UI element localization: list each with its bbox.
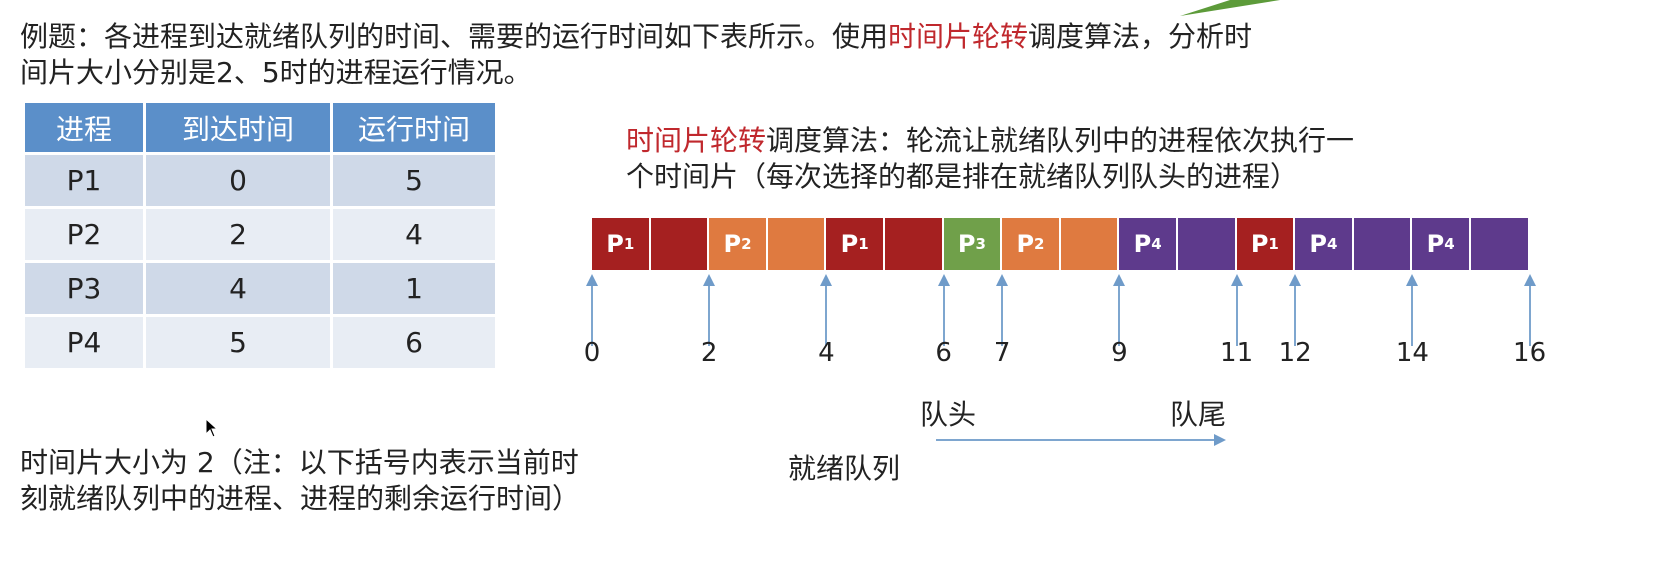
time-tick-label: 0	[583, 338, 601, 368]
time-arrow	[1523, 274, 1536, 346]
green-callout-shape	[1180, 0, 1280, 16]
mouse-cursor-icon	[205, 418, 219, 438]
table-cell: 1	[330, 260, 498, 317]
table-cell: 6	[330, 314, 498, 371]
queue-head-label: 队头	[920, 398, 977, 431]
header-process: 进程	[22, 100, 146, 155]
table-cell: P4	[22, 314, 146, 371]
time-tick-label: 14	[1395, 338, 1429, 368]
gantt-segment-p4	[1470, 218, 1530, 270]
note-line-2: 刻就绪队列中的进程、进程的剩余运行时间）	[20, 482, 581, 515]
definition-line-2: 个时间片（每次选择的都是排在就绪队列队头的进程）	[626, 160, 1299, 193]
time-arrow	[1230, 274, 1243, 346]
time-arrow	[1406, 274, 1419, 346]
gantt-segment-p4	[1353, 218, 1413, 270]
definition-line-1: 时间片轮转调度算法：轮流让就绪队列中的进程依次执行一	[626, 124, 1355, 157]
table-cell: 2	[143, 206, 333, 263]
time-tick-label: 7	[993, 338, 1011, 368]
time-arrow	[1289, 274, 1302, 346]
table-cell: P3	[22, 260, 146, 317]
table-cell: 5	[330, 152, 498, 209]
gantt-segment-p4	[1177, 218, 1237, 270]
time-tick-label: 4	[818, 338, 835, 368]
gantt-segment-p2	[1060, 218, 1120, 270]
intro-line-2: 间片大小分别是2、5时的进程运行情况。	[20, 56, 532, 89]
note-line-1: 时间片大小为 2（注：以下括号内表示当前时	[20, 446, 579, 479]
table-cell: 4	[330, 206, 498, 263]
table-cell: 4	[143, 260, 333, 317]
time-tick-label: 2	[700, 338, 718, 368]
queue-tail-label: 队尾	[1170, 398, 1227, 431]
time-tick-label: 6	[935, 338, 952, 368]
queue-direction-arrow	[936, 434, 1226, 446]
time-tick-label: 16	[1513, 338, 1547, 368]
time-arrow	[820, 274, 833, 346]
gantt-segment-p1	[884, 218, 944, 270]
time-tick-label: 12	[1278, 338, 1312, 368]
intro-line-1: 例题：各进程到达就绪队列的时间、需要的运行时间如下表所示。使用时间片轮转调度算法…	[20, 20, 1253, 53]
ready-queue-label: 就绪队列	[788, 452, 901, 485]
table-cell: 0	[143, 152, 333, 209]
table-cell: P2	[22, 206, 146, 263]
gantt-segment-p2	[767, 218, 827, 270]
time-arrow	[1113, 274, 1126, 346]
time-arrow	[586, 274, 598, 346]
time-arrow	[937, 274, 950, 346]
time-tick-label: 11	[1220, 338, 1254, 368]
time-tick-label: 9	[1111, 338, 1128, 368]
table-cell: P1	[22, 152, 146, 209]
time-arrow	[703, 274, 716, 346]
time-arrow	[996, 274, 1009, 346]
header-arrival: 到达时间	[143, 100, 333, 155]
gantt-segment-p1	[650, 218, 710, 270]
header-runtime: 运行时间	[330, 100, 498, 155]
table-cell: 5	[143, 314, 333, 371]
